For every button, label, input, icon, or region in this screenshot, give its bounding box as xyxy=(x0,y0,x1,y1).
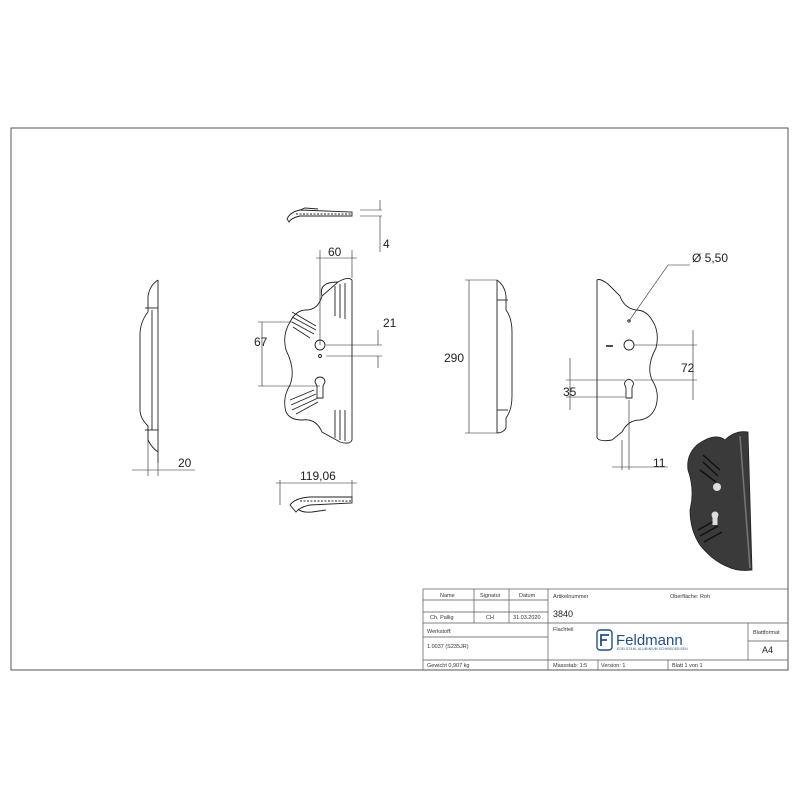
top-edge-view xyxy=(286,200,382,252)
tb-version: Version: 1 xyxy=(601,663,625,669)
dim-21: 21 xyxy=(383,316,397,330)
dim-35: 35 xyxy=(563,385,577,399)
feldmann-logo: Feldmann EDELSTAHL ALUMINIUM SCHMIEDEEIS… xyxy=(596,629,688,651)
tb-drawn-signatur: CH xyxy=(486,615,494,621)
dim-thickness: 4 xyxy=(383,237,390,251)
right-front-view xyxy=(566,264,697,470)
tb-gewicht: Gewicht 0,907 kg xyxy=(427,663,470,669)
tb-werkstoff-label: Werkstoff: xyxy=(427,629,452,635)
drawing-frame xyxy=(10,127,789,671)
tb-werkstoff: 1.0037 (S235JR) xyxy=(427,644,469,650)
dim-72: 72 xyxy=(681,361,695,375)
tb-blattformat-label: Blattformat xyxy=(753,630,780,636)
tb-head-datum: Datum xyxy=(519,593,536,599)
tb-artikelnummer-label: Artikelnummer xyxy=(553,594,589,600)
tb-blattformat: A4 xyxy=(762,645,773,655)
middle-side-view xyxy=(465,279,513,434)
dim-total-width: 119,06 xyxy=(300,469,336,483)
logo-tagline: EDELSTAHL ALUMINIUM SCHMIEDEEISEN xyxy=(617,647,688,651)
logo-wordmark: Feldmann xyxy=(616,632,683,649)
tb-blatt: Blatt 1 von 1 xyxy=(672,663,703,669)
dim-hole-diameter: Ø 5,50 xyxy=(692,251,728,265)
left-side-view xyxy=(132,279,195,476)
dim-depth: 20 xyxy=(178,456,192,470)
tb-head-signatur: Signatur xyxy=(480,593,501,599)
dim-height-290: 290 xyxy=(444,351,464,365)
tb-benennung-label: Flachteil xyxy=(553,627,573,633)
tb-head-name: Name xyxy=(440,593,455,599)
main-front-view xyxy=(258,250,382,444)
part-3d-preview xyxy=(687,431,753,571)
tb-massstab: Massstab: 1:5 xyxy=(553,663,587,669)
dim-11: 11 xyxy=(653,456,666,470)
dim-67: 67 xyxy=(254,335,268,349)
title-block xyxy=(422,588,789,671)
tb-oberflaeche: Oberfläche: Roh xyxy=(670,594,710,600)
tb-drawn-name: Ch. Pallig xyxy=(430,615,454,621)
dim-width-60: 60 xyxy=(328,245,342,259)
tb-drawn-datum: 31.03.2020 xyxy=(513,615,541,621)
tb-artikelnummer: 3840 xyxy=(553,609,573,619)
bottom-edge-view xyxy=(276,480,357,513)
